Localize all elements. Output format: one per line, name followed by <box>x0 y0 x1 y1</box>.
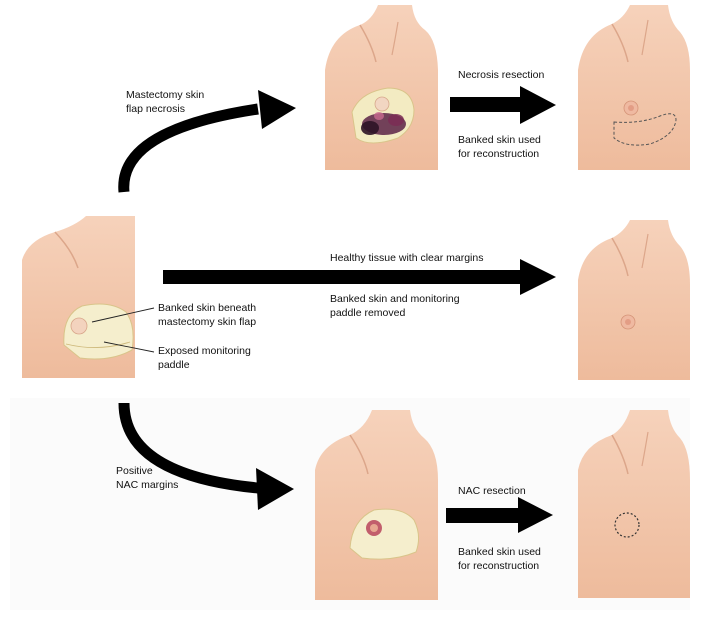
arrow-to-nac-resection <box>446 497 553 533</box>
label-necrosis-resection: Necrosis resection <box>458 68 544 82</box>
label-nac-resection: NAC resection <box>458 484 526 498</box>
label-banked-skin: Banked skin beneath mastectomy skin flap <box>158 301 256 329</box>
initial-torso-illustration <box>22 216 154 378</box>
label-monitoring-paddle: Exposed monitoring paddle <box>158 344 251 372</box>
label-positive-nac-margins: Positive NAC margins <box>116 464 178 492</box>
nac-resection-torso-illustration <box>578 410 690 598</box>
healthy-torso-illustration <box>578 220 690 380</box>
nac-margin-torso-illustration <box>315 410 438 600</box>
label-skin-flap-necrosis: Mastectomy skin flap necrosis <box>126 88 204 116</box>
resection-torso-illustration <box>578 5 690 170</box>
label-banked-skin-reconstruction-top: Banked skin used for reconstruction <box>458 133 541 161</box>
label-healthy-tissue: Healthy tissue with clear margins <box>330 251 483 265</box>
arrow-to-nac-margins <box>124 403 294 510</box>
arrow-to-resection <box>450 86 556 124</box>
label-paddle-removed: Banked skin and monitoring paddle remove… <box>330 292 460 320</box>
label-banked-skin-reconstruction-bottom: Banked skin used for reconstruction <box>458 545 541 573</box>
necrosis-torso-illustration <box>318 5 438 173</box>
